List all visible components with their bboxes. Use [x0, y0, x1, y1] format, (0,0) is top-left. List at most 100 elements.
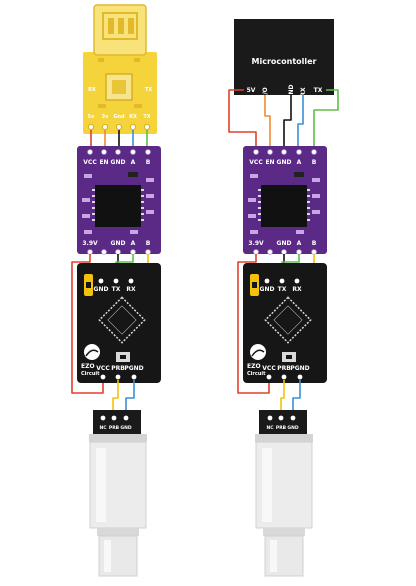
isolator-bottom-pin-hole — [87, 249, 93, 255]
ezo-top-pin-hole — [279, 278, 285, 284]
isolator-component — [146, 178, 154, 182]
isolator-bottom-pin-hole — [296, 249, 302, 255]
usb-component — [134, 58, 140, 62]
ezo-small-chip-core — [120, 355, 126, 359]
connector-pin-label: GND — [120, 425, 131, 431]
isolator-component — [250, 174, 258, 178]
isolator-chip — [95, 185, 141, 227]
right-wires-mcu-to-isolator — [228, 89, 339, 152]
isolator-pin-label: VCC — [249, 159, 263, 166]
isolator-top-pin-labels: VCC EN GND A B — [83, 159, 150, 166]
ezo-pin-label: PRB — [277, 365, 291, 372]
isolator-component — [130, 230, 138, 234]
chip-lead — [92, 201, 95, 203]
isolator-bottom-pin-labels: 3.9V GND A B — [248, 240, 316, 247]
right-wires-ezo-to-connector — [280, 380, 301, 418]
chip-lead — [92, 195, 95, 197]
probe-connector-header — [93, 410, 141, 434]
isolator-pin-label: EN — [99, 159, 108, 166]
chip-lead — [307, 213, 310, 215]
isolator-bottom-pin-hole — [267, 249, 273, 255]
ezo-bottom-pin-hole — [281, 374, 287, 380]
bnc-highlight — [96, 448, 106, 522]
isolator-top-pin-hole — [145, 149, 151, 155]
usb-pin-hole — [129, 123, 137, 131]
usb-chip-core — [112, 80, 126, 94]
usb-component — [98, 104, 106, 108]
ezo-logo-subtext: Circuit — [247, 371, 266, 377]
isolator-top-pin-hole — [87, 149, 93, 155]
usb-pin-hole — [143, 123, 151, 131]
isolator-component — [128, 172, 138, 177]
usb-pin-label: RX — [129, 114, 137, 120]
chip-lead — [92, 213, 95, 215]
mcu-pin-label: I/O — [262, 87, 269, 97]
usb-pin-labels: 5v 3v Gnd RX TX — [88, 114, 151, 120]
isolator-pin-label: GND — [111, 240, 126, 247]
usb-pin-label: Gnd — [113, 114, 125, 120]
usb-chip — [105, 73, 133, 101]
chip-lead — [141, 207, 144, 209]
connector-pin-hole — [278, 415, 284, 421]
connector-pin-label: PRB — [276, 425, 287, 431]
isolator-component — [312, 178, 320, 182]
isolator-chip — [261, 185, 307, 227]
wire-yellow — [280, 380, 285, 418]
chip-lead — [258, 213, 261, 215]
bnc-neck — [97, 528, 139, 536]
mcu-pin-label: TX — [314, 87, 323, 94]
wire-yellow — [112, 380, 119, 418]
ezo-logo-subtext: Circuit — [81, 371, 100, 377]
microcontroller-title: Microcontoller — [252, 57, 317, 66]
isolator-pin-label: GND — [277, 159, 292, 166]
isolator-top-pin-labels: VCC EN GND A B — [249, 159, 316, 166]
chip-lead — [258, 201, 261, 203]
chip-lead — [141, 219, 144, 221]
ezo-circuit-board: GND TX RX EZO Circuit — [243, 263, 327, 383]
ezo-pin-label: RX — [126, 286, 136, 293]
isolator-pin-label: 3.9V — [248, 240, 264, 247]
isolator-bottom-pin-hole — [311, 249, 317, 255]
usb-contact — [108, 18, 114, 34]
chip-lead — [258, 219, 261, 221]
chip-lead — [258, 195, 261, 197]
isolator-bottom-pin-hole — [101, 249, 107, 255]
isolator-component — [312, 194, 320, 198]
ezo-circuit-board: GND TX RX EZO Circuit — [77, 263, 161, 383]
ezo-small-chip-core — [286, 355, 292, 359]
isolator-component — [146, 194, 154, 198]
ezo-top-pin-labels: GND TX RX — [94, 286, 136, 293]
isolator-bottom-pin-hole — [253, 249, 259, 255]
ezo-pin-label: TX — [278, 286, 287, 293]
chip-lead — [258, 189, 261, 191]
bnc-highlight — [104, 540, 111, 572]
ezo-top-pin-hole — [264, 278, 270, 284]
mcu-pin-label: RX — [300, 87, 307, 97]
isolator-component — [294, 172, 304, 177]
wire-red — [228, 89, 257, 152]
connector-pin-label: PRB — [109, 425, 120, 431]
isolator-pin-label: B — [312, 159, 317, 166]
isolator-bottom-pin-hole — [130, 249, 136, 255]
chip-lead — [92, 219, 95, 221]
usb-contact — [118, 18, 124, 34]
chip-lead — [307, 195, 310, 197]
ezo-pin-label: VCC — [262, 365, 276, 372]
isolator-top-pin-hole — [311, 149, 317, 155]
wire-green — [313, 89, 339, 152]
usb-pin-label: TX — [143, 114, 150, 120]
chip-lead — [141, 213, 144, 215]
ezo-pin-label: PRB — [111, 365, 125, 372]
isolator-component — [84, 174, 92, 178]
chip-lead — [141, 195, 144, 197]
ezo-main-chip — [98, 296, 146, 344]
bnc-highlight — [270, 540, 277, 572]
ezo-pin-label: VCC — [96, 365, 110, 372]
chip-lead — [307, 189, 310, 191]
connector-pin-hole — [100, 415, 106, 421]
isolator-component — [296, 230, 304, 234]
usb-serial-board: RX TX 5v 3v Gnd RX TX — [83, 4, 157, 134]
ezo-top-pin-hole — [113, 278, 119, 284]
mcu-pin-label: 5V — [247, 87, 256, 94]
